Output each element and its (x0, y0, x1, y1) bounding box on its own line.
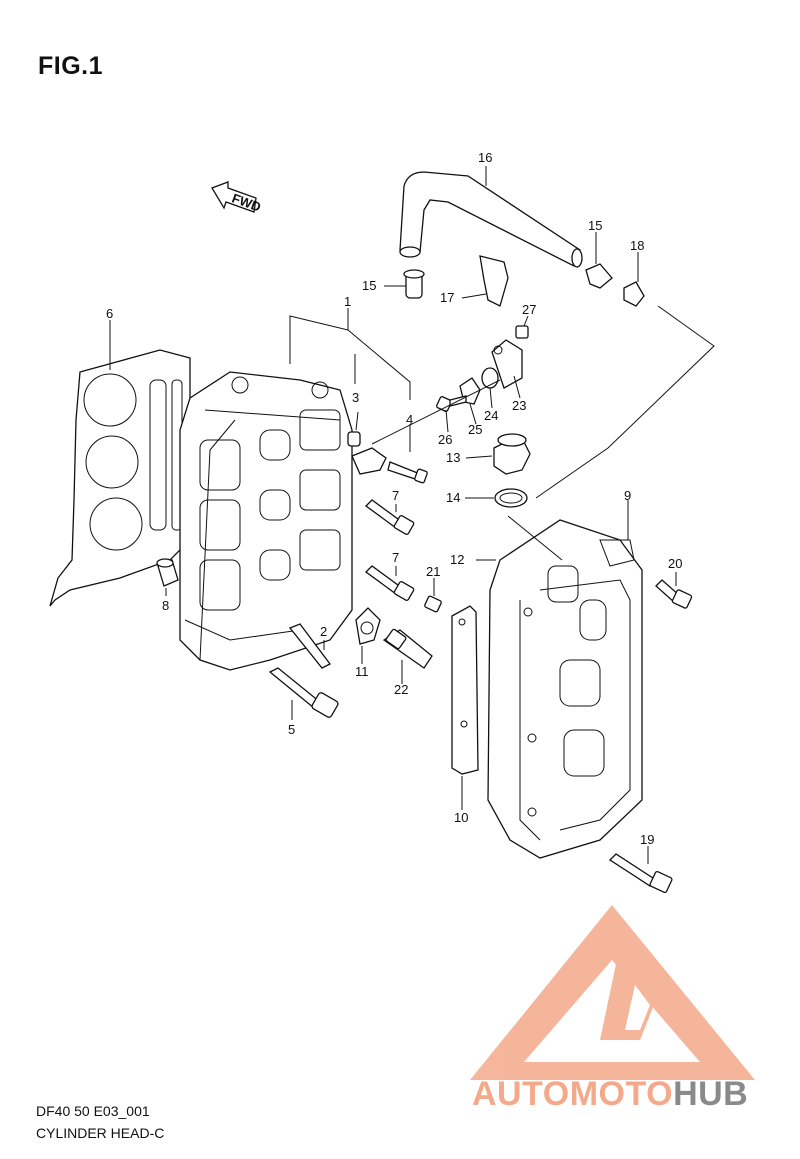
cylinder-head (179, 371, 353, 671)
callout-19: 19 (640, 832, 654, 847)
diagram-code: DF40 50 E03_001 (36, 1103, 150, 1119)
cylinder-head-cover (487, 519, 643, 859)
hose-clamp (623, 281, 645, 307)
callout-18: 18 (630, 238, 644, 253)
watermark-text-part2: HUB (673, 1075, 749, 1113)
washer (355, 607, 381, 645)
dowel-pin (156, 558, 179, 587)
temperature-sensor (382, 628, 433, 669)
callout-12: 12 (450, 552, 464, 567)
hose (399, 171, 583, 268)
callout-2: 2 (320, 624, 327, 639)
callout-22: 22 (394, 682, 408, 697)
fwd-label: FWD (230, 190, 263, 214)
callout-25: 25 (468, 422, 482, 437)
oil-filler-cap (493, 433, 531, 475)
callout-27: 27 (522, 302, 536, 317)
head-gasket (49, 349, 191, 607)
callout-7b: 7 (392, 550, 399, 565)
diagram-name: CYLINDER HEAD-C (36, 1125, 165, 1141)
callout-17: 17 (440, 290, 454, 305)
hose-clip (479, 255, 509, 307)
bolt-upper (365, 499, 415, 535)
callout-13: 13 (446, 450, 460, 465)
cylinder-head-bolt (268, 667, 339, 718)
callout-11: 11 (355, 664, 369, 679)
callout-15b: 15 (588, 218, 602, 233)
callout-15a: 15 (362, 278, 376, 293)
callout-16: 16 (478, 150, 492, 165)
callout-9: 9 (624, 488, 631, 503)
bracket-bolt (351, 447, 428, 484)
callout-24: 24 (484, 408, 498, 423)
callout-26: 26 (438, 432, 452, 447)
cover-bolt (608, 853, 673, 894)
o-ring (494, 488, 528, 508)
cover-small-bolt (515, 325, 529, 339)
callout-5: 5 (288, 722, 295, 737)
watermark-logo-icon (470, 905, 755, 1080)
bolt-lower (365, 565, 415, 601)
callout-6: 6 (106, 306, 113, 321)
callout-14: 14 (446, 490, 460, 505)
leader-lines (109, 166, 715, 864)
callout-3: 3 (352, 390, 359, 405)
forward-arrow-icon: FWD (211, 181, 263, 215)
callout-10: 10 (454, 810, 468, 825)
callout-8: 8 (162, 598, 169, 613)
watermark-text: AUTOMOTOHUB (472, 1075, 748, 1114)
stud (288, 623, 331, 669)
figure-title: FIG.1 (38, 52, 104, 80)
callout-23: 23 (512, 398, 526, 413)
hose-connector-right (585, 263, 613, 289)
small-bolt (424, 595, 442, 613)
small-pin (347, 431, 361, 447)
cover-gasket (451, 605, 479, 775)
callout-labels: 1 2 3 4 5 6 7 7 8 9 10 11 12 13 14 15 15… (106, 150, 682, 847)
hose-connector-left (403, 269, 425, 299)
callout-1: 1 (344, 294, 351, 309)
watermark-text-part1: AUTOMOTO (472, 1075, 674, 1113)
callout-20: 20 (668, 556, 682, 571)
callout-4: 4 (406, 412, 413, 427)
callout-7a: 7 (392, 488, 399, 503)
callout-21: 21 (426, 564, 440, 579)
cover-bolt-side (655, 579, 693, 609)
